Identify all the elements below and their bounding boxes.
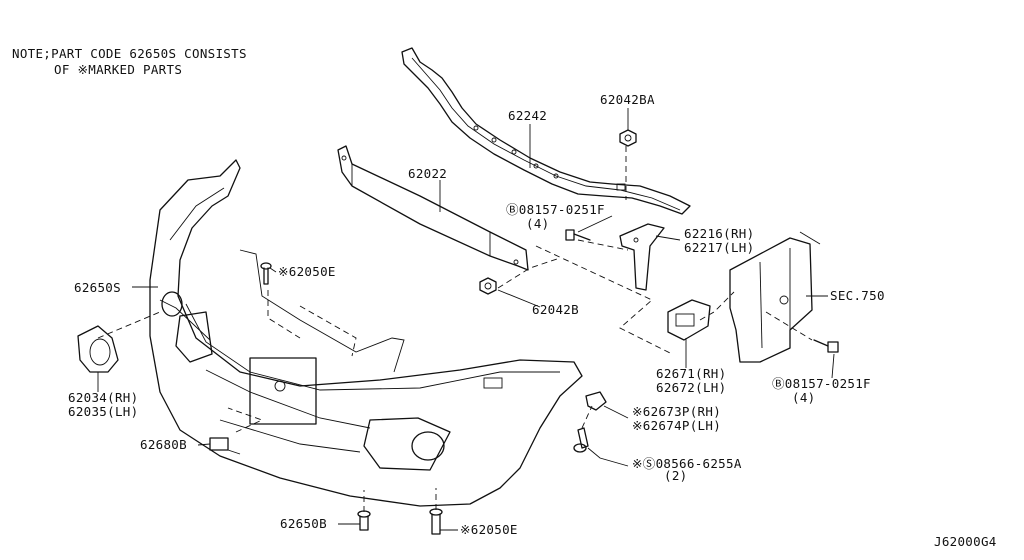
label-62035: 62035(LH) — [68, 404, 138, 419]
label-screw: ※Ⓢ08566-6255A — [632, 456, 742, 471]
leader-lines — [97, 108, 835, 531]
clip-62680B — [209, 437, 229, 451]
label-bolt-lower: Ⓑ08157-0251F — [772, 376, 871, 391]
clip-62650B — [357, 510, 371, 531]
label-screw-qty: (2) — [664, 468, 687, 483]
label-62042B: 62042B — [532, 302, 579, 317]
label-bolt-upper: Ⓑ08157-0251F — [506, 202, 605, 217]
fog-lamp-62034 — [77, 325, 119, 373]
nut-62042B — [479, 277, 497, 295]
label-62042BA: 62042BA — [600, 92, 655, 107]
label-62050E-lower: ※62050E — [460, 522, 518, 537]
upper-reinforcement-62242 — [401, 47, 691, 215]
label-62034: 62034(RH) — [68, 390, 138, 405]
bolt-08157-upper — [565, 229, 591, 241]
screw-08566 — [573, 427, 589, 453]
label-62671: 62671(RH) — [656, 366, 726, 381]
label-sec750: SEC.750 — [830, 288, 885, 303]
assembly-lines — [97, 146, 813, 512]
label-62674P: ※62674P(LH) — [632, 418, 721, 433]
clip-62050E-upper — [260, 262, 272, 285]
label-62680B: 62680B — [140, 437, 187, 452]
label-62022: 62022 — [408, 166, 447, 181]
lower-reinforcement-62022 — [337, 145, 529, 271]
label-62672: 62672(LH) — [656, 380, 726, 395]
bumper-fascia-62650S — [149, 159, 583, 507]
side-member-sec750 — [729, 231, 821, 363]
bolt-08157-lower — [813, 339, 839, 353]
clip-62673P — [585, 391, 607, 411]
label-bolt-upper-qty: (4) — [526, 216, 549, 231]
bracket-62671 — [667, 299, 711, 341]
label-62217: 62217(LH) — [684, 240, 754, 255]
diagram-code: J62000G4 — [934, 534, 997, 549]
nut-62042BA — [619, 129, 637, 147]
label-62050E-upper: ※62050E — [278, 264, 336, 279]
label-62650B: 62650B — [280, 516, 327, 531]
note-line-1: NOTE;PART CODE 62650S CONSISTS — [12, 46, 247, 61]
side-bracket-62216 — [619, 223, 665, 291]
label-62650S: 62650S — [74, 280, 121, 295]
label-bolt-lower-qty: (4) — [792, 390, 815, 405]
note-line-2: OF ※MARKED PARTS — [54, 62, 182, 77]
label-62242: 62242 — [508, 108, 547, 123]
label-62216: 62216(RH) — [684, 226, 754, 241]
label-62673P: ※62673P(RH) — [632, 404, 721, 419]
